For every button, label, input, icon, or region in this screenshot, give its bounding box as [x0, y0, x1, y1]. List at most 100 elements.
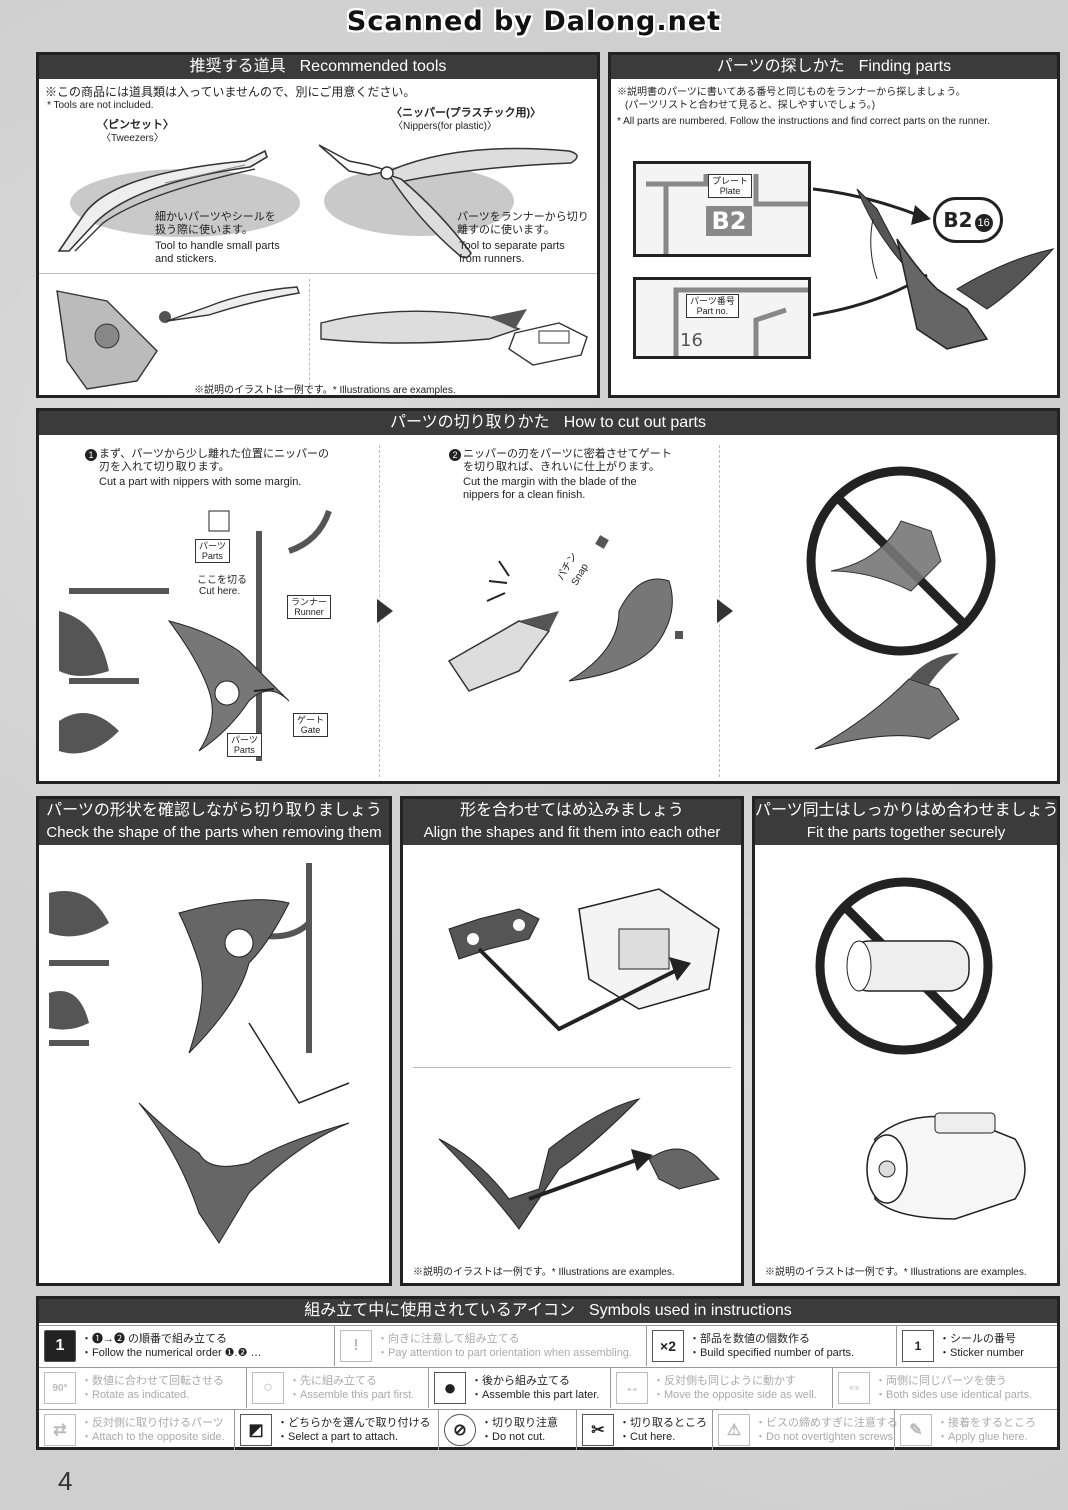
symbol-en: ・Pay attention to part orientation when …	[377, 1347, 632, 1359]
check-shape-header: パーツの形状を確認しながら切り取りましょう Check the shape of…	[39, 799, 389, 845]
check-shape-panel: パーツの形状を確認しながら切り取りましょう Check the shape of…	[36, 796, 392, 1286]
tools-note-en: * Tools are not included.	[47, 100, 154, 111]
symbol-screws: ⚠ ・ビスの締めすぎに注意する・Do not overtighten screw…	[713, 1410, 898, 1450]
fit-example-note: ※説明のイラストは一例です。* Illustrations are exampl…	[765, 1267, 1027, 1278]
symbol-rotate: 90° ・数値に合わせて回転させる・Rotate as indicated.	[39, 1368, 247, 1408]
cut-here-label-en: Cut here.	[199, 586, 241, 597]
finding-note-jp-1: ※説明書のパーツに書いてある番号と同じものをランナーから探しましょう。	[617, 87, 966, 98]
tools-divider	[39, 273, 597, 274]
step1-jp-2: 刃を入れて切り取ります。	[99, 461, 230, 473]
how-to-cut-title-jp: パーツの切り取りかた	[390, 414, 550, 431]
step1-jp-1: まず、パーツから少し離れた位置にニッパーの	[99, 448, 330, 460]
tweezers-usage-illustration	[56, 286, 300, 390]
plate-code: B2	[706, 206, 752, 236]
align-shapes-title-jp: 形を合わせてはめ込みましょう	[460, 802, 684, 819]
symbol-jp: ・反対側に取り付けるパーツ	[81, 1417, 224, 1429]
recommended-tools-header: 推奨する道具 Recommended tools	[39, 55, 597, 79]
symbol-text: ・向きに注意して組み立てる・Pay attention to part orie…	[377, 1332, 632, 1360]
part-callout-letter: B2	[943, 208, 973, 232]
symbol-text: ・先に組み立てる・Assemble this part first.	[289, 1374, 414, 1402]
symbol-jp: ・後から組み立てる	[471, 1375, 570, 1387]
cut-here-label-jp: ここを切る	[197, 575, 247, 586]
fit-securely-title-jp: パーツ同士はしっかりはめ合わせましょう	[755, 802, 1059, 819]
check-shape-title-en: Check the shape of the parts when removi…	[46, 824, 382, 841]
prohibited-icon	[806, 466, 996, 656]
symbol-text: ・切り取るところ・Cut here.	[619, 1416, 707, 1444]
step2-en-1: Cut the margin with the blade of the	[463, 476, 637, 488]
symbol-en: ・Move the opposite side as well.	[653, 1389, 817, 1401]
symbol-both-sides: ⇔ ・両側に同じパーツを使う・Both sides use identical …	[833, 1368, 1057, 1408]
fitted-parts-illustration	[866, 1112, 1026, 1220]
finding-note-jp-2: (パーツリストと合わせて見ると、探しやすいでしょう。)	[625, 100, 876, 111]
symbol-text: ・切り取り注意・Do not cut.	[481, 1416, 558, 1444]
symbol-jp: ・両側に同じパーツを使う	[875, 1375, 1007, 1387]
exclamation-icon: !	[340, 1330, 372, 1362]
symbol-do-not-cut: ⊘ ・切り取り注意・Do not cut.	[439, 1410, 577, 1450]
step2-en-2: nippers for a clean finish.	[463, 489, 586, 501]
symbol-jp: ・切り取るところ	[619, 1417, 707, 1429]
cut-parts-label-jp: パーツ	[199, 541, 226, 551]
both-sides-icon: ⇔	[838, 1372, 870, 1404]
symbol-en: ・Both sides use identical parts.	[875, 1389, 1033, 1401]
symbol-en: ・Rotate as indicated.	[81, 1389, 190, 1401]
symbol-assemble-later: ● ・後から組み立てる・Assemble this part later.	[429, 1368, 611, 1408]
fit-securely-panel: パーツ同士はしっかりはめ合わせましょう Fit the parts togeth…	[752, 796, 1060, 1286]
gate-label-jp: ゲート	[297, 715, 325, 725]
step1-number-badge: 1	[85, 449, 97, 461]
part-number-value: 16	[680, 330, 703, 351]
symbol-jp: ・ビスの締めすぎに注意する	[755, 1417, 898, 1429]
symbol-text: ・接着をするところ・Apply glue here.	[937, 1416, 1036, 1444]
nippers-desc-jp-1: パーツをランナーから切り	[457, 211, 589, 223]
move-opposite-icon: ↔	[616, 1372, 648, 1404]
plate-runner-illustration	[646, 174, 808, 254]
symbol-sticker: 1 ・シールの番号・Sticker number	[897, 1326, 1057, 1366]
symbol-en: ・Apply glue here.	[937, 1431, 1028, 1443]
symbol-jp: ・向きに注意して組み立てる	[377, 1333, 520, 1345]
symbol-orientation: ! ・向きに注意して組み立てる・Pay attention to part or…	[335, 1326, 647, 1366]
parts-label-bottom-en: Parts	[233, 745, 255, 755]
align-bottom-illustration	[438, 1098, 720, 1230]
symbols-row-3: ⇄ ・反対側に取り付けるパーツ・Attach to the opposite s…	[39, 1409, 1057, 1450]
bat-wing-result-illustration	[814, 653, 960, 750]
tweezers-desc-en-1: Tool to handle small parts	[155, 240, 280, 252]
symbol-text: ・シールの番号・Sticker number	[939, 1332, 1024, 1360]
rotate-icon: 90°	[44, 1372, 76, 1404]
finding-parts-title-jp: パーツの探しかた	[716, 58, 845, 75]
symbol-select-part: ◩ ・どちらかを選んで取り付ける・Select a part to attach…	[235, 1410, 439, 1450]
symbols-row-1: 1 ・❶→❷ の順番で組み立てる・Follow the numerical or…	[39, 1325, 1057, 1366]
recommended-tools-title-en: Recommended tools	[299, 58, 447, 75]
runner-label: ランナー Runner	[287, 595, 332, 619]
step2-jp-2: を切り取れば、きれいに仕上がります。	[463, 461, 660, 473]
symbol-glue: ✎ ・接着をするところ・Apply glue here.	[895, 1410, 1057, 1450]
screw-warning-icon: ⚠	[718, 1414, 750, 1446]
cut-parts-label: パーツ Parts	[195, 539, 230, 563]
symbol-jp: ・接着をするところ	[937, 1417, 1036, 1429]
step2-number-badge: 2	[449, 449, 461, 461]
nippers-desc-jp-2: 離すのに使います。	[457, 224, 555, 236]
symbol-text: ・反対側に取り付けるパーツ・Attach to the opposite sid…	[81, 1416, 225, 1444]
symbol-cut-here: ✂ ・切り取るところ・Cut here.	[577, 1410, 713, 1450]
tools-note-jp: ※この商品には道具類は入っていませんので、別にご用意ください。	[45, 85, 416, 99]
nippers-snap-illustration	[447, 535, 683, 692]
part-number-label-en: Part no.	[696, 306, 729, 316]
symbol-en: ・Build specified number of parts.	[689, 1347, 855, 1359]
fit-securely-header: パーツ同士はしっかりはめ合わせましょう Fit the parts togeth…	[755, 799, 1059, 845]
part-number-illustration	[673, 287, 808, 356]
symbol-jp: ・部品を数値の個数作る	[689, 1333, 810, 1345]
glue-icon: ✎	[900, 1414, 932, 1446]
align-shapes-header: 形を合わせてはめ込みましょう Align the shapes and fit …	[403, 799, 741, 845]
symbol-en: ・Cut here.	[619, 1431, 676, 1443]
plate-label: プレート Plate	[708, 174, 753, 198]
symbol-text: ・反対側も同じように動かす・Move the opposite side as …	[653, 1374, 817, 1402]
tweezers-desc-en-2: and stickers.	[155, 253, 217, 265]
parts-label-bottom: パーツ Parts	[227, 733, 262, 757]
gate-label: ゲート Gate	[293, 713, 329, 737]
tweezers-label-jp: 〈ピンセット〉	[97, 119, 174, 131]
symbol-jp: ・数値に合わせて回転させる	[81, 1375, 224, 1387]
symbol-jp: ・先に組み立てる	[289, 1375, 377, 1387]
recommended-tools-title-jp: 推奨する道具	[189, 58, 286, 75]
page-number: 4	[58, 1466, 73, 1496]
plate-runner-box: プレート Plate B2	[633, 161, 811, 257]
align-shapes-title-en: Align the shapes and fit them into each …	[423, 824, 721, 841]
